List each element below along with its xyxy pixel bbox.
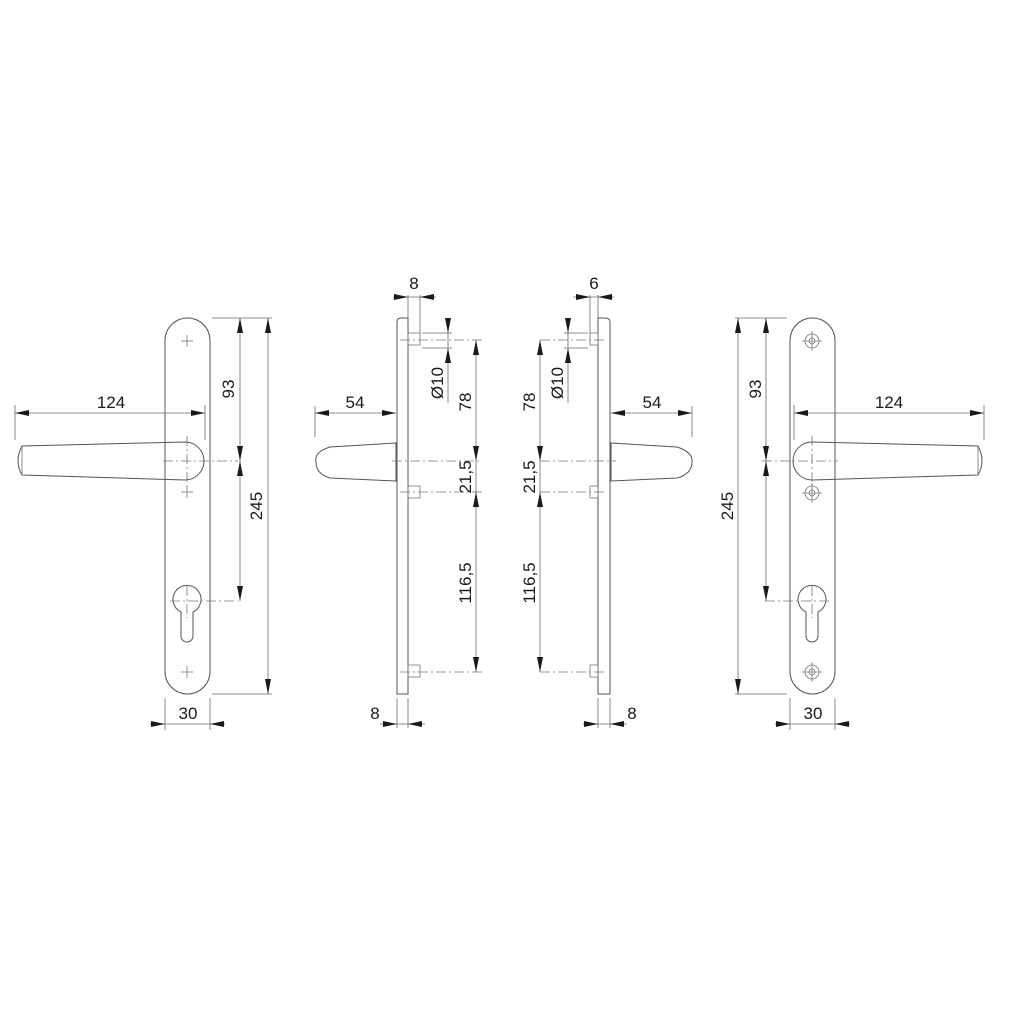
dim-spigot-depth: 8	[409, 274, 418, 293]
screw-spigot	[407, 332, 421, 346]
dim-screw-diameter: Ø10	[548, 367, 567, 399]
backplate-side	[597, 317, 611, 695]
screw-spigot	[407, 664, 421, 678]
dim-plate-width: 30	[804, 704, 823, 723]
backplate	[789, 317, 836, 695]
front-view-left: 124 93 245 30	[14, 317, 272, 730]
side-view-left: 8 Ø10 78 21,5 116,5 54 8	[314, 274, 482, 728]
screw-marker-icon	[181, 335, 193, 347]
dim-lever-length: 124	[97, 393, 125, 412]
screw-head-icon	[802, 662, 822, 682]
dim-handle-projection: 54	[643, 393, 662, 412]
dim-handle-to-screw: 21,5	[520, 460, 539, 493]
dim-plate-height: 245	[718, 492, 737, 520]
screw-spigot	[589, 664, 599, 678]
lever-handle-end	[610, 442, 693, 482]
dim-screw-to-bottom-screw: 116,5	[456, 562, 475, 603]
dim-plate-thickness: 8	[370, 704, 379, 723]
cylinder-keyhole	[797, 584, 827, 643]
backplate	[164, 317, 211, 695]
dim-plate-width: 30	[179, 704, 198, 723]
screw-head-icon	[802, 483, 822, 503]
dim-top-screw-to-handle: 78	[456, 393, 475, 412]
backplate-side	[396, 317, 409, 695]
side-view-right: 6 Ø10 78 21,5 116,5 54 8	[520, 274, 693, 728]
front-view-right: 124 93 245 30	[718, 317, 985, 730]
screw-marker-icon	[181, 666, 193, 678]
dim-handle-to-cylinder: 93	[219, 380, 238, 399]
lever-handle	[792, 441, 983, 481]
dim-top-screw-to-handle: 78	[520, 393, 539, 412]
cylinder-keyhole	[172, 584, 202, 643]
lever-handle-end	[315, 442, 397, 482]
screw-spigot	[589, 332, 599, 346]
dim-handle-to-screw: 21,5	[456, 460, 475, 493]
dim-spigot-depth: 6	[589, 274, 598, 293]
lever-handle	[17, 441, 205, 481]
dim-screw-diameter: Ø10	[428, 367, 447, 399]
dim-lever-length: 124	[875, 393, 903, 412]
dim-plate-thickness: 8	[627, 704, 636, 723]
dim-handle-to-cylinder: 93	[746, 380, 765, 399]
dim-handle-projection: 54	[346, 393, 365, 412]
dim-screw-to-bottom-screw: 116,5	[520, 562, 539, 603]
screw-marker-icon	[181, 486, 193, 498]
dim-plate-height: 245	[247, 492, 266, 520]
screw-head-icon	[802, 331, 822, 351]
